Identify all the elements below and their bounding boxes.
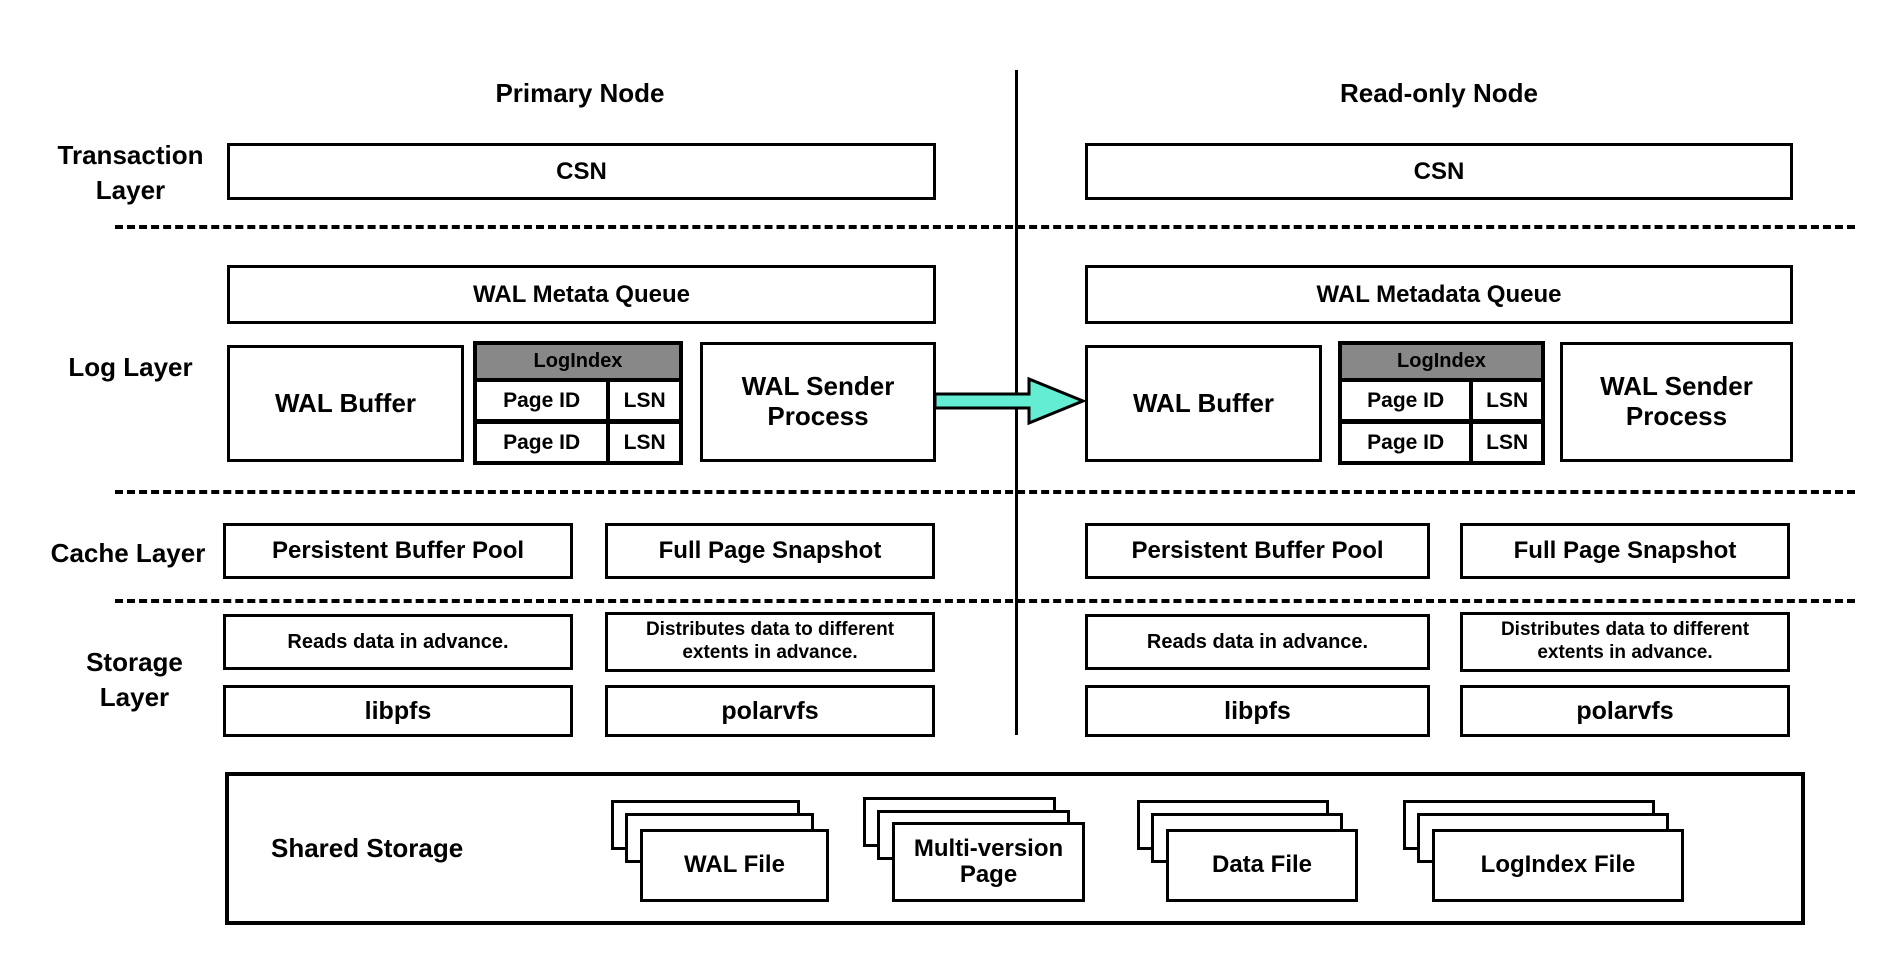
- primary-wal-sender-box: WAL Sender Process: [700, 342, 936, 462]
- data-file-label: Data File: [1211, 851, 1313, 879]
- primary-polarvfs-label: polarvfs: [721, 696, 819, 725]
- readonly-distribute-note-box: Distributes data to different extents in…: [1460, 612, 1790, 672]
- logindex-file-card: LogIndex File: [1432, 829, 1684, 902]
- readonly-csn-box: CSN: [1085, 143, 1793, 200]
- log-layer-label: Log Layer: [68, 352, 193, 382]
- shared-storage-label: Shared Storage: [271, 832, 464, 863]
- lsn-cell: LSN: [606, 382, 679, 419]
- readonly-csn-label: CSN: [1413, 157, 1465, 185]
- transaction-log-divider: [115, 225, 1855, 229]
- page-id-cell: Page ID: [503, 430, 581, 454]
- primary-full-page-snapshot-box: Full Page Snapshot: [605, 523, 935, 579]
- table-row: Page ID LSN: [1342, 382, 1541, 419]
- readonly-libpfs-box: libpfs: [1085, 685, 1430, 737]
- multi-version-page-card: Multi-version Page: [892, 822, 1085, 902]
- primary-wal-metadata-queue-box: WAL Metata Queue: [227, 265, 936, 324]
- primary-wal-buffer-label: WAL Buffer: [274, 387, 417, 418]
- table-row: Page ID LSN: [477, 419, 679, 461]
- page-id-cell: Page ID: [1367, 430, 1445, 454]
- page-id-cell: Page ID: [503, 388, 581, 412]
- readonly-wal-metadata-queue-box: WAL Metadata Queue: [1085, 265, 1793, 324]
- wal-file-label: WAL File: [684, 851, 785, 879]
- readonly-distribute-note-label: Distributes data to different extents in…: [1500, 619, 1750, 663]
- readonly-node-title: Read-only Node: [1340, 78, 1538, 108]
- readonly-wal-sender-label: WAL Sender Process: [1600, 371, 1753, 431]
- logindex-file-label: LogIndex File: [1480, 851, 1636, 879]
- primary-prefetch-note-box: Reads data in advance.: [223, 614, 573, 670]
- primary-libpfs-box: libpfs: [223, 685, 573, 737]
- primary-distribute-note-box: Distributes data to different extents in…: [605, 612, 935, 672]
- table-row: Page ID LSN: [477, 382, 679, 419]
- primary-csn-box: CSN: [227, 143, 936, 200]
- primary-polarvfs-box: polarvfs: [605, 685, 935, 737]
- lsn-cell: LSN: [606, 424, 679, 461]
- storage-layer-label: Storage Layer: [86, 647, 183, 713]
- primary-persistent-buffer-pool-box: Persistent Buffer Pool: [223, 523, 573, 579]
- readonly-wal-buffer-label: WAL Buffer: [1132, 387, 1275, 418]
- primary-wal-buffer-box: WAL Buffer: [227, 345, 464, 462]
- primary-logindex-table: LogIndex Page ID LSN Page ID LSN: [473, 341, 683, 465]
- primary-node-title: Primary Node: [495, 78, 665, 108]
- readonly-wal-buffer-box: WAL Buffer: [1085, 345, 1322, 462]
- readonly-persistent-buffer-pool-box: Persistent Buffer Pool: [1085, 523, 1430, 579]
- readonly-polarvfs-box: polarvfs: [1460, 685, 1790, 737]
- readonly-prefetch-note-box: Reads data in advance.: [1085, 614, 1430, 670]
- primary-csn-label: CSN: [556, 157, 607, 185]
- primary-wal-sender-label: WAL Sender Process: [741, 371, 895, 431]
- readonly-prefetch-note-label: Reads data in advance.: [1146, 630, 1369, 653]
- readonly-polarvfs-label: polarvfs: [1576, 696, 1674, 725]
- primary-distribute-note-label: Distributes data to different extents in…: [645, 619, 895, 663]
- readonly-wal-metadata-queue-label: WAL Metadata Queue: [1316, 280, 1562, 308]
- primary-persistent-buffer-pool-label: Persistent Buffer Pool: [271, 537, 525, 565]
- log-cache-divider: [115, 490, 1855, 494]
- lsn-cell: LSN: [1469, 424, 1541, 461]
- replication-arrow-icon: [933, 376, 1087, 426]
- wal-file-card: WAL File: [640, 829, 829, 902]
- transaction-layer-label: Transaction Layer: [57, 140, 204, 206]
- primary-prefetch-note-label: Reads data in advance.: [287, 630, 509, 653]
- primary-full-page-snapshot-label: Full Page Snapshot: [658, 537, 882, 565]
- readonly-logindex-header: LogIndex: [1342, 345, 1541, 382]
- cache-layer-label: Cache Layer: [50, 538, 206, 568]
- readonly-persistent-buffer-pool-label: Persistent Buffer Pool: [1131, 537, 1384, 565]
- readonly-libpfs-label: libpfs: [1224, 696, 1291, 725]
- data-file-card: Data File: [1166, 829, 1358, 902]
- primary-logindex-header: LogIndex: [477, 345, 679, 382]
- readonly-full-page-snapshot-box: Full Page Snapshot: [1460, 523, 1790, 579]
- readonly-full-page-snapshot-label: Full Page Snapshot: [1513, 537, 1737, 565]
- page-id-cell: Page ID: [1367, 388, 1445, 412]
- cache-storage-divider: [115, 599, 1855, 603]
- lsn-cell: LSN: [1469, 382, 1541, 419]
- primary-wal-metadata-queue-label: WAL Metata Queue: [473, 280, 690, 308]
- readonly-logindex-table: LogIndex Page ID LSN Page ID LSN: [1338, 341, 1545, 465]
- primary-libpfs-label: libpfs: [364, 696, 432, 725]
- table-row: Page ID LSN: [1342, 419, 1541, 461]
- multi-version-page-label: Multi-version Page: [913, 834, 1064, 888]
- readonly-wal-sender-box: WAL Sender Process: [1560, 342, 1793, 462]
